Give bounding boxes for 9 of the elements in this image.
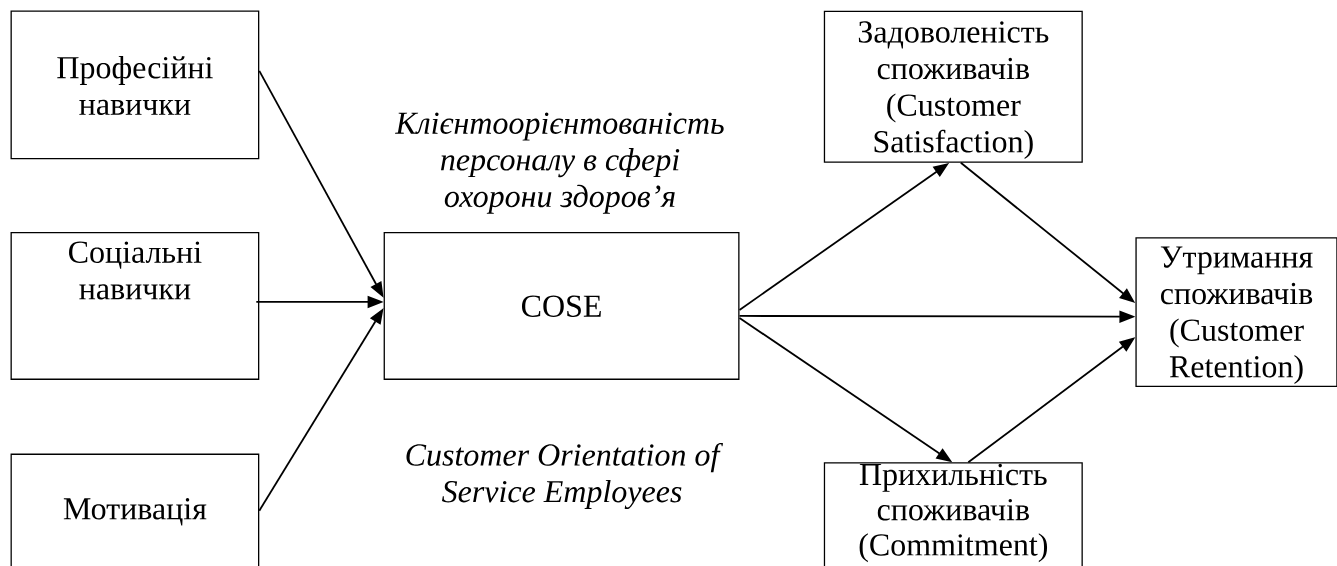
process-box: Прихильність споживачів (Commitment): [823, 462, 1083, 566]
process-box: COSE: [383, 232, 740, 380]
process-box: Професійні навички: [10, 10, 260, 160]
caption-text: Клієнтоорієнтованість персоналу в сфері охорони здоров’я: [395, 112, 724, 214]
process-box: Утримання споживачів (Customer Retention): [1135, 237, 1337, 388]
process-box: Мотивація: [10, 453, 260, 566]
process-box: Задоволеність споживачів (Customer Satisfaction): [823, 10, 1083, 163]
process-box: Соціальні навички: [10, 232, 260, 380]
caption-text: Customer Orientation of Service Employees: [406, 443, 724, 509]
